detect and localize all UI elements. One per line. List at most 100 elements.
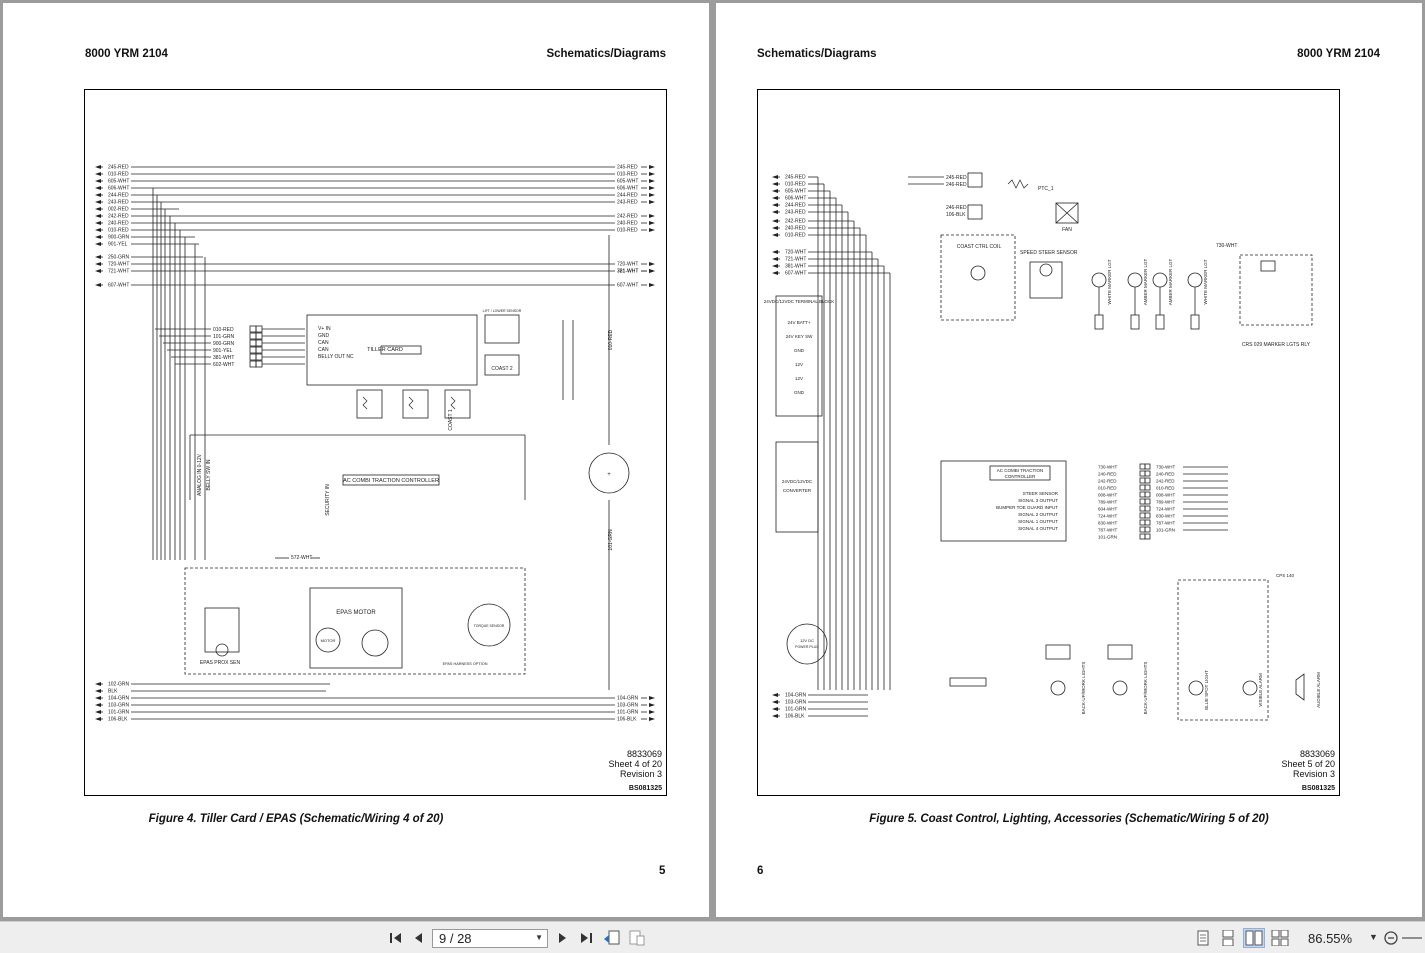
page-number: 6	[757, 865, 764, 877]
connector-pin	[255, 360, 263, 368]
connector-pin	[249, 346, 257, 354]
lift-lower-label: LIFT / LOWER SENSOR	[483, 309, 522, 313]
power-plug-label: POWER PLUG	[795, 645, 819, 649]
wire-arrow	[95, 235, 101, 239]
chevron-down-icon[interactable]: ▼	[535, 933, 543, 942]
wire-arrow	[649, 717, 655, 721]
next-page-button[interactable]	[552, 928, 572, 948]
zoom-slider[interactable]	[1402, 928, 1422, 948]
wire-label-left: 720-WHT	[108, 262, 129, 268]
wire-label-left: 010-RED	[785, 233, 806, 239]
two-page-continuous-button[interactable]	[1270, 928, 1290, 948]
wire-arrow	[649, 186, 655, 190]
speed-steer-box	[1029, 261, 1063, 299]
wire-label-left: 607-WHT	[108, 283, 129, 289]
traction-controller-label: CONTROLLER	[1005, 474, 1037, 479]
marker-relay-box	[1239, 254, 1313, 326]
security-in-label: SECURITY IN	[325, 484, 331, 516]
wire-arrow	[95, 262, 101, 266]
pdf-page-left: 8000 YRM 2104 Schematics/Diagrams 245-RE…	[3, 3, 709, 917]
wire-arrow	[95, 689, 101, 693]
connector-pin	[249, 325, 257, 333]
zoom-level[interactable]: 86.55%	[1308, 931, 1353, 946]
header-doc-id: 8000 YRM 2104	[1297, 48, 1380, 60]
connector-pin	[255, 339, 263, 347]
traction-signal-label: SIGNAL 3 OUTPUT	[1018, 498, 1058, 503]
single-page-icon	[1197, 930, 1209, 946]
wire-arrow	[95, 221, 101, 225]
zoom-out-button[interactable]	[1381, 928, 1401, 948]
connector-wire-label: 101-GRN	[213, 334, 235, 340]
terminal-block-label: 24VDC/12VDC TERMINAL BLOCK	[764, 299, 835, 304]
wire-arrow	[649, 228, 655, 232]
zoom-dropdown-icon[interactable]: ▼	[1369, 932, 1378, 942]
single-page-view-button[interactable]	[1193, 928, 1213, 948]
traction-pin	[1139, 491, 1146, 498]
marker-lamp	[1187, 272, 1203, 288]
traction-wire-label-right: 830-WHT	[1156, 514, 1176, 519]
page-number: 5	[659, 865, 666, 877]
wire-arrow	[95, 710, 101, 714]
next-view-icon	[629, 930, 645, 946]
wire-arrow	[95, 255, 101, 259]
speed-sensor-symbol	[1039, 263, 1053, 277]
wire-arrow	[649, 710, 655, 714]
previous-view-icon	[604, 930, 620, 945]
wire-label-right: 010-RED	[617, 228, 638, 234]
wire-label-right: 243-RED	[617, 200, 638, 206]
connector-pin	[255, 325, 263, 333]
fan-connector	[967, 204, 983, 220]
traction-pin	[1144, 498, 1151, 505]
wire-label: 106-BLK	[946, 212, 966, 218]
traction-pin	[1144, 463, 1151, 470]
terminal-block-label: 12V	[795, 376, 803, 381]
figure-caption: Figure 5. Coast Control, Lighting, Acces…	[869, 813, 1269, 825]
connector-wire-label: 602-WHT	[213, 362, 234, 368]
wire-label-left: 606-WHT	[108, 186, 129, 192]
vertical-wire-label: 010-RED	[608, 329, 614, 350]
traction-pin	[1144, 526, 1151, 533]
traction-pin	[1139, 463, 1146, 470]
traction-wire-label: 724-WHT	[1098, 514, 1118, 519]
next-view-button[interactable]	[627, 928, 647, 948]
marker-relay-label: CRS 029 MARKER LGTS RLY	[1242, 342, 1311, 348]
wire-label-bottom: 103-GRN	[785, 700, 807, 706]
traction-pin	[1139, 526, 1146, 533]
work-lights-label: BACK-UP/WORK LIGHTS	[1143, 662, 1148, 715]
two-page-view-button[interactable]	[1243, 928, 1265, 948]
wire-label-left: 244-RED	[108, 193, 129, 199]
wire-label-right: 606-WHT	[617, 186, 638, 192]
visible-alarm-label: VISIBLE ALARM	[1258, 673, 1263, 707]
lift-lower-sensor-box	[484, 314, 520, 344]
last-page-button[interactable]	[576, 928, 596, 948]
wire-label: 246-RED	[946, 205, 967, 211]
converter-box	[775, 441, 819, 533]
wire-label-left: 381-WHT	[785, 264, 806, 270]
wire-572-label: 572-WHT	[291, 555, 312, 561]
wire-arrow	[649, 221, 655, 225]
wire-label-left: 901-YEL	[108, 242, 128, 248]
traction-wire-label: 604-WHT	[1098, 507, 1118, 512]
wire-arrow	[772, 693, 778, 697]
potentiometer-box	[402, 389, 429, 419]
previous-view-button[interactable]	[602, 928, 622, 948]
last-page-icon	[581, 933, 592, 943]
page-number-input[interactable]: 9 / 28 ▼	[432, 929, 548, 948]
continuous-page-icon	[1222, 930, 1234, 946]
continuous-view-button[interactable]	[1218, 928, 1238, 948]
traction-wire-label-right: 789-WHT	[1156, 500, 1176, 505]
wire-arrow	[649, 179, 655, 183]
resistor-symbol	[362, 396, 368, 410]
previous-page-button[interactable]	[409, 928, 429, 948]
first-page-button[interactable]	[386, 928, 406, 948]
epas-option-label: EPAS HARNESS OPTION	[443, 662, 488, 666]
resistor-symbol	[408, 396, 414, 410]
wire-label-right: 720-WHT	[617, 262, 638, 268]
traction-pin	[1144, 477, 1151, 484]
resistor-symbol	[450, 396, 456, 410]
converter-label: 24VDC/12VDC	[782, 479, 813, 484]
tiller-pin-label: CAN	[318, 340, 329, 346]
viewer-toolbar: 9 / 28 ▼ 86.55% ▼	[0, 921, 1425, 953]
document-viewport[interactable]: 8000 YRM 2104 Schematics/Diagrams 245-RE…	[0, 0, 1425, 921]
wire-label-left: 606-WHT	[785, 196, 806, 202]
